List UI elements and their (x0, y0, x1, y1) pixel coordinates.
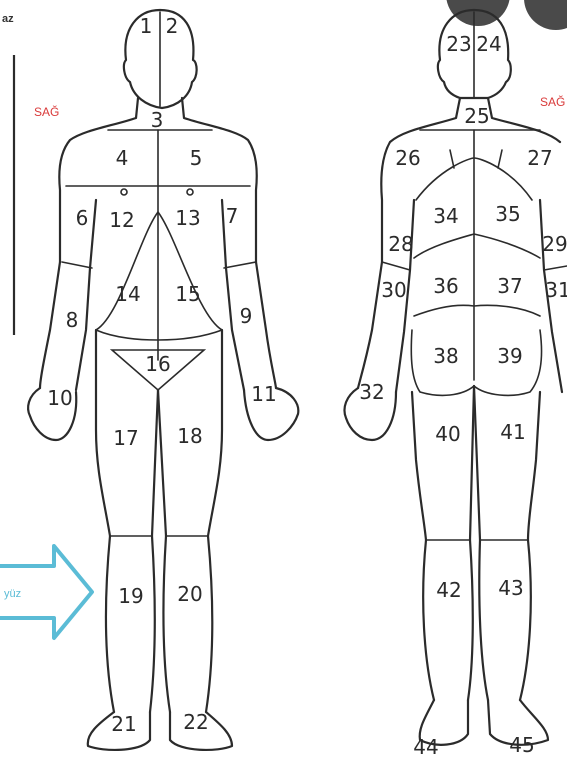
region-2: 2 (166, 14, 179, 38)
back-figure (345, 10, 567, 745)
region-21: 21 (111, 712, 136, 736)
region-41: 41 (500, 420, 525, 444)
side-label-right: SAĞ (540, 94, 565, 109)
region-42: 42 (436, 578, 461, 602)
front-region-numbers: 1 2 3 4 5 6 7 8 9 10 11 12 13 14 15 16 1… (47, 14, 276, 736)
region-18: 18 (177, 424, 202, 448)
region-5: 5 (190, 146, 203, 170)
region-43: 43 (498, 576, 523, 600)
region-29: 29 (542, 232, 567, 256)
region-24: 24 (476, 32, 501, 56)
region-6: 6 (76, 206, 89, 230)
region-26: 26 (395, 146, 420, 170)
region-34: 34 (433, 204, 458, 228)
region-37: 37 (497, 274, 522, 298)
region-3: 3 (151, 108, 164, 132)
region-16: 16 (145, 352, 170, 376)
region-15: 15 (175, 282, 200, 306)
region-30: 30 (381, 278, 406, 302)
region-23: 23 (446, 32, 471, 56)
region-35: 35 (495, 202, 520, 226)
region-44: 44 (413, 735, 438, 758)
region-32: 32 (359, 380, 384, 404)
region-10: 10 (47, 386, 72, 410)
region-19: 19 (118, 584, 143, 608)
region-11: 11 (251, 382, 276, 406)
region-22: 22 (183, 710, 208, 734)
region-20: 20 (177, 582, 202, 606)
region-14: 14 (115, 282, 140, 306)
region-13: 13 (175, 206, 200, 230)
region-28: 28 (388, 232, 413, 256)
region-1: 1 (140, 14, 153, 38)
side-label-left: SAĞ (34, 104, 59, 119)
region-25: 25 (464, 104, 489, 128)
corner-icon-2 (524, 0, 567, 30)
region-36: 36 (433, 274, 458, 298)
region-45: 45 (509, 733, 534, 757)
region-17: 17 (113, 426, 138, 450)
corner-label: az (2, 13, 14, 25)
region-31: 31 (545, 278, 567, 302)
region-4: 4 (116, 146, 129, 170)
region-27: 27 (527, 146, 552, 170)
region-38: 38 (433, 344, 458, 368)
region-9: 9 (240, 304, 253, 328)
region-12: 12 (109, 208, 134, 232)
region-39: 39 (497, 344, 522, 368)
arrow-label: yüz (4, 588, 21, 600)
region-8: 8 (66, 308, 79, 332)
region-7: 7 (226, 204, 239, 228)
region-40: 40 (435, 422, 460, 446)
